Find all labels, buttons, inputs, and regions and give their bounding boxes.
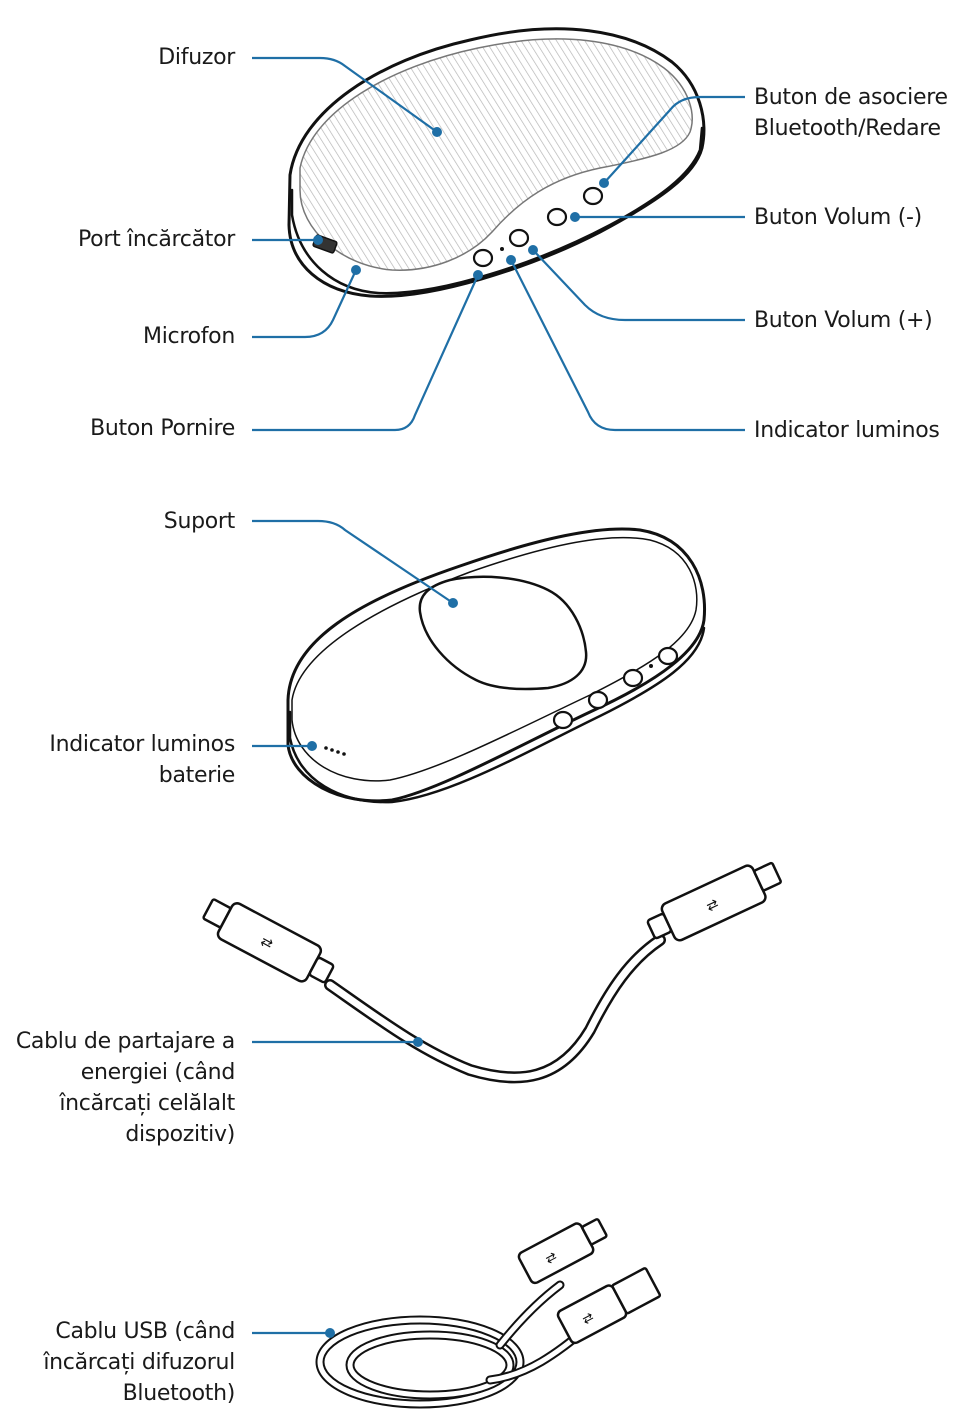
stand xyxy=(418,575,588,691)
label-usb-cable: Cablu USB (când încărcați difuzorul Blue… xyxy=(43,1319,235,1406)
label-power-share-cable: Cablu de partajare a energiei (când încă… xyxy=(15,1029,235,1147)
speaker-front-illustration xyxy=(287,27,706,298)
indicator-led xyxy=(500,247,504,251)
volume-up-button xyxy=(508,228,530,248)
label-pair-button: Buton de asociere Bluetooth/Redare xyxy=(754,85,948,141)
speaker-back-illustration xyxy=(286,527,707,804)
label-volume-down: Buton Volum (-) xyxy=(754,205,922,230)
usb-cable-illustration: ⇄ ⇄ xyxy=(315,1218,662,1409)
label-volume-up: Buton Volum (+) xyxy=(754,308,933,333)
pair-button xyxy=(582,186,604,206)
label-charger-port: Port încărcător xyxy=(77,227,235,252)
speaker-grille xyxy=(299,38,693,271)
label-power-button: Buton Pornire xyxy=(90,416,235,441)
battery-indicator-leds xyxy=(324,746,346,756)
volume-down-button xyxy=(546,207,568,227)
label-microphone: Microfon xyxy=(143,324,235,349)
label-stand: Suport xyxy=(163,509,236,534)
power-button xyxy=(472,248,494,268)
leader-lines xyxy=(252,56,745,1335)
label-battery-indicator: Indicator luminos baterie xyxy=(49,732,235,788)
leader-dots xyxy=(307,127,609,1338)
label-indicator-light: Indicator luminos xyxy=(754,418,940,443)
power-share-cable-illustration: ⇄ ⇄ xyxy=(202,861,782,1084)
label-speaker: Difuzor xyxy=(158,45,235,70)
